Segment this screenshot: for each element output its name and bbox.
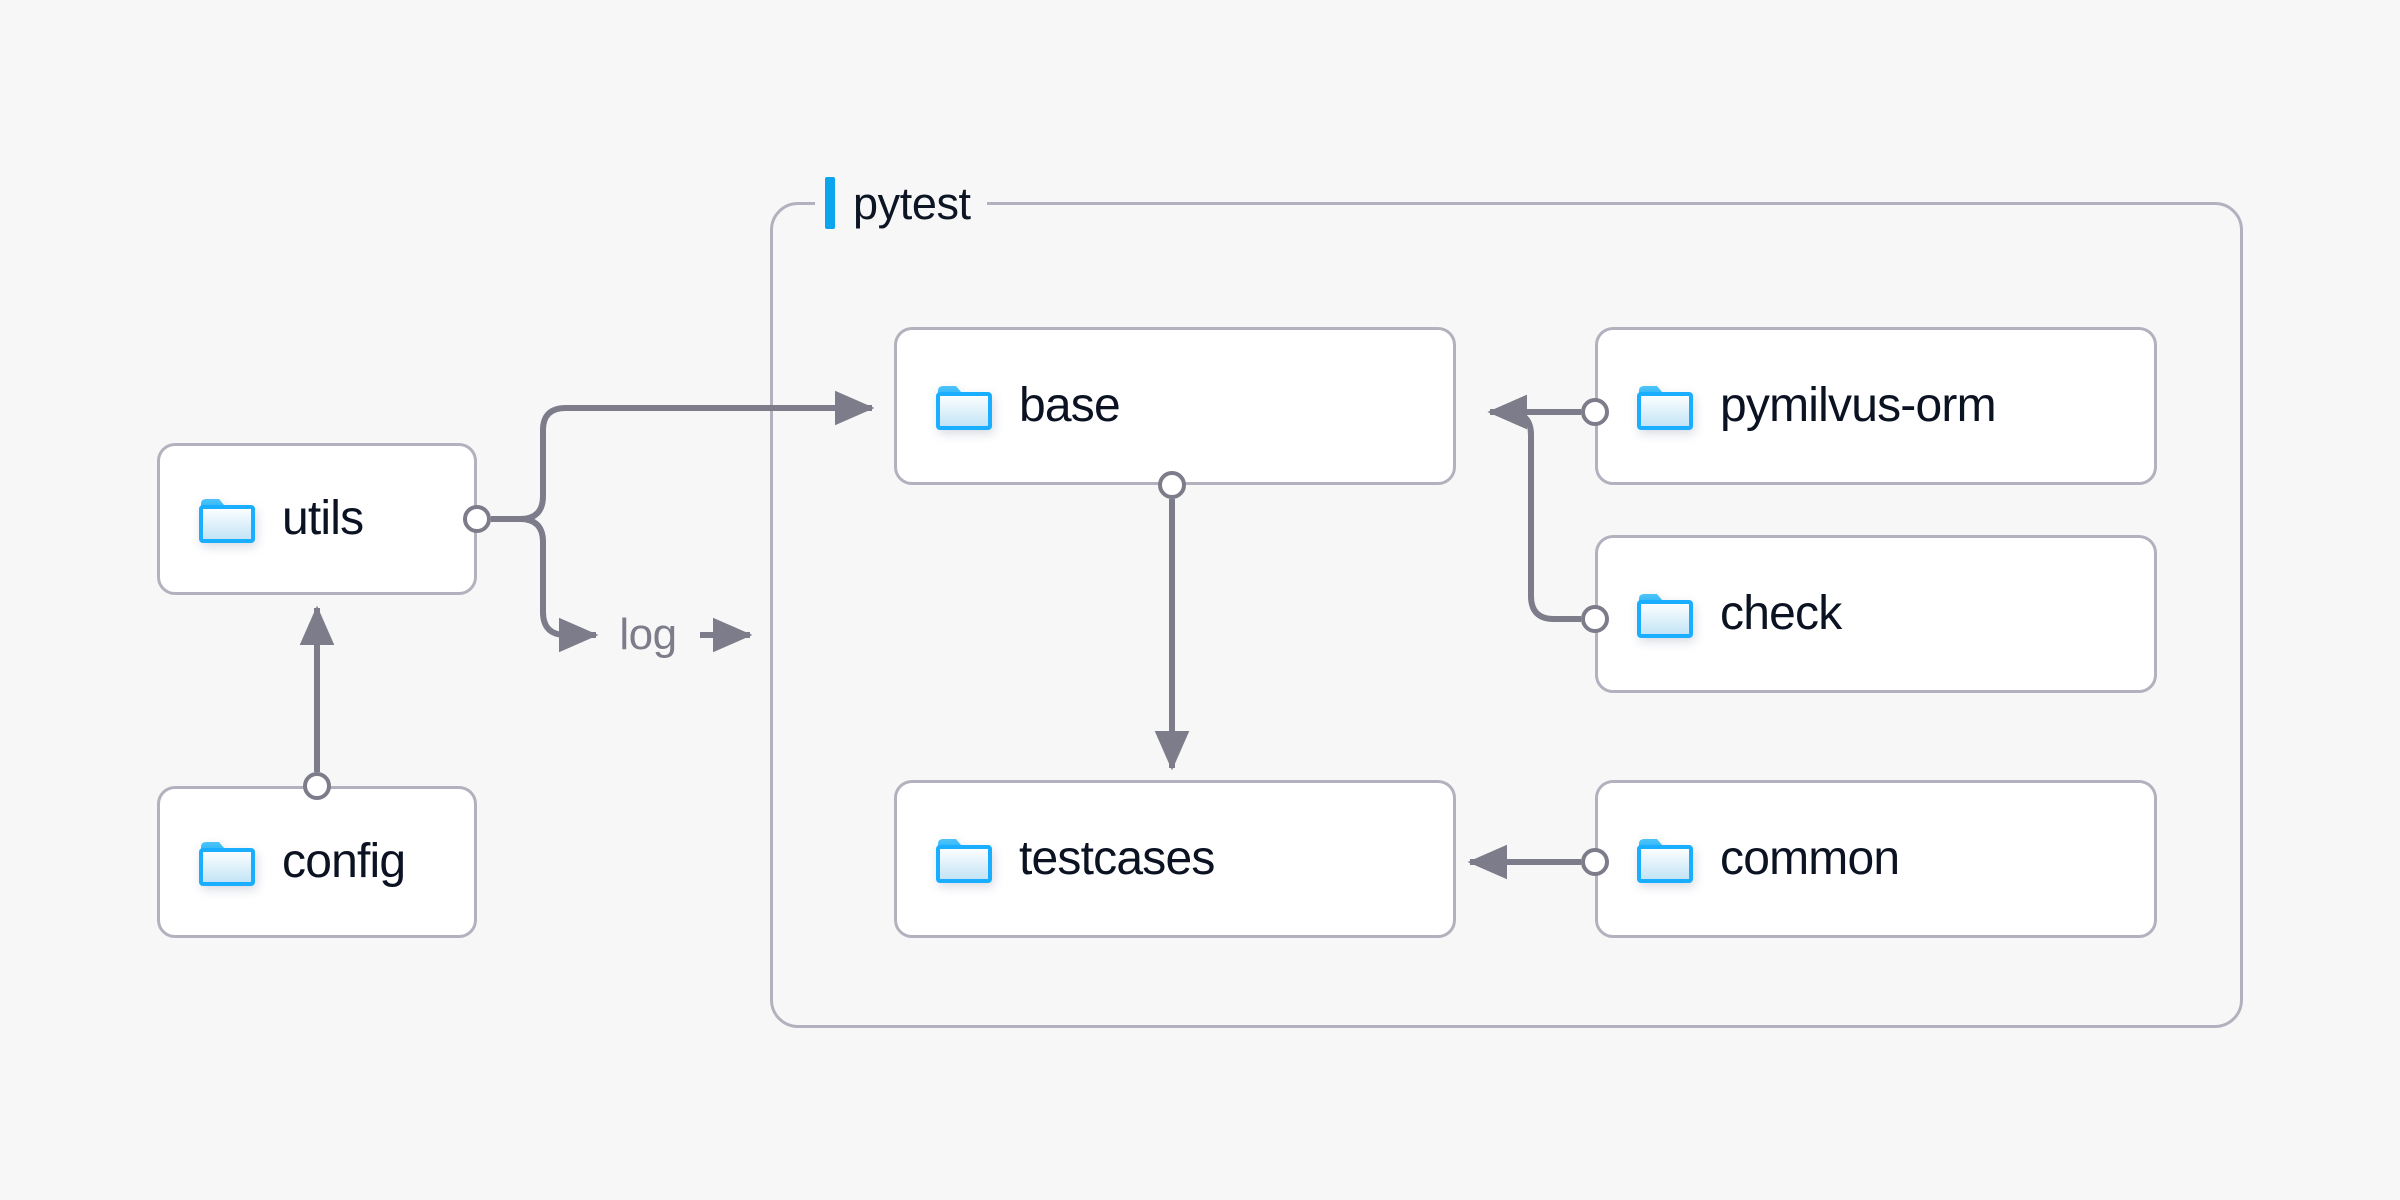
folder-icon — [935, 381, 993, 431]
node-label: pymilvus-orm — [1720, 379, 1997, 432]
node-label: base — [1019, 379, 1121, 432]
accent-bar-icon — [825, 177, 835, 229]
port-utils-right-port[interactable] — [463, 505, 491, 533]
port-pymilvus-orm-left-port[interactable] — [1581, 398, 1609, 426]
port-base-bottom-port[interactable] — [1158, 471, 1186, 499]
port-check-left-port[interactable] — [1581, 605, 1609, 633]
node-label: common — [1720, 832, 1900, 885]
node-label: config — [282, 835, 406, 888]
node-common[interactable]: common — [1595, 780, 2157, 938]
node-label: utils — [282, 492, 364, 545]
node-label: testcases — [1019, 832, 1215, 885]
port-config-top-port[interactable] — [303, 772, 331, 800]
edge-utils-to-log[interactable] — [491, 516, 599, 653]
port-common-left-port[interactable] — [1581, 848, 1609, 876]
node-check[interactable]: check — [1595, 535, 2157, 693]
folder-icon — [1636, 589, 1694, 639]
folder-icon — [198, 494, 256, 544]
folder-icon — [1636, 834, 1694, 884]
edge-label-log-label: log — [611, 613, 685, 657]
node-utils[interactable]: utils — [157, 443, 477, 595]
folder-icon — [1636, 381, 1694, 431]
node-label: check — [1720, 587, 1842, 640]
node-config[interactable]: config — [157, 786, 477, 938]
node-testcases[interactable]: testcases — [894, 780, 1456, 938]
group-title: pytest — [853, 177, 971, 229]
node-pymilvus-orm[interactable]: pymilvus-orm — [1595, 327, 2157, 485]
folder-icon — [198, 837, 256, 887]
group-container-pytest[interactable] — [770, 202, 2243, 1028]
folder-icon — [935, 834, 993, 884]
node-base[interactable]: base — [894, 327, 1456, 485]
group-label-pytest[interactable]: pytest — [815, 175, 987, 231]
